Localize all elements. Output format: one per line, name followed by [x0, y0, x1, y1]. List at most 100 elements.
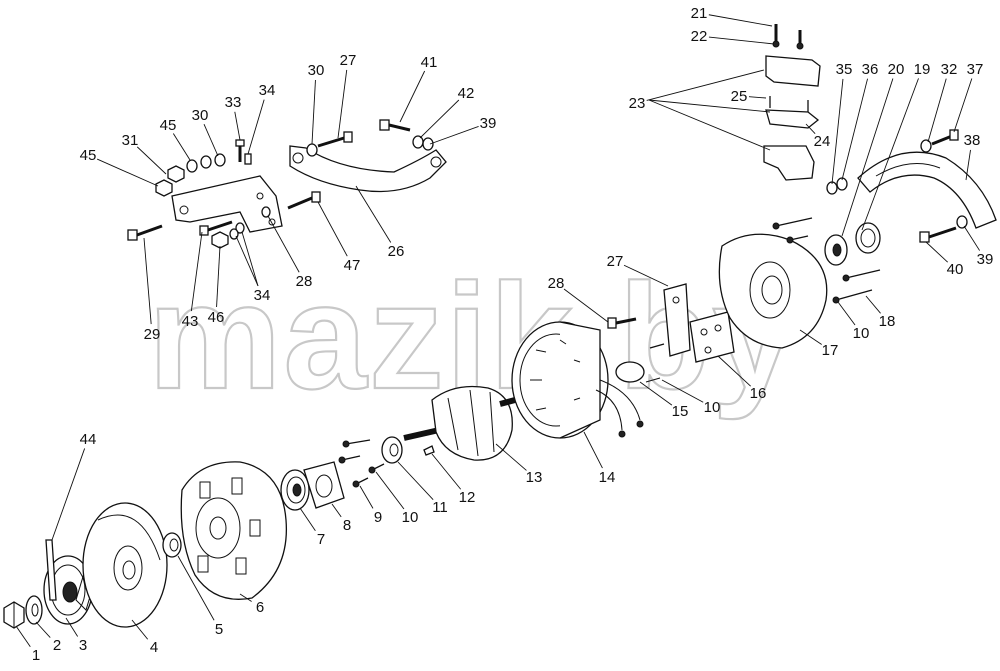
callout-22: 22	[691, 28, 708, 45]
part-diode-cover	[615, 361, 661, 383]
leader-line-26	[355, 185, 392, 243]
part-adjusting-strap	[857, 151, 997, 229]
callout-45: 45	[80, 147, 97, 164]
leader-line-40	[925, 241, 948, 263]
leader-line-35	[831, 78, 844, 185]
callout-16: 16	[750, 385, 767, 402]
callout-28: 28	[548, 275, 565, 292]
part-nut-31	[167, 165, 185, 183]
callout-35: 35	[836, 61, 853, 78]
callout-13: 13	[526, 469, 543, 486]
leader-line-23	[648, 99, 771, 151]
callout-26: 26	[388, 243, 405, 260]
callout-7: 7	[317, 531, 325, 548]
leader-line-25	[748, 96, 767, 99]
leader-line-8	[331, 503, 342, 518]
part-front-housing	[180, 461, 288, 600]
part-bolt-47	[287, 191, 321, 210]
leader-line-23	[648, 99, 771, 113]
leader-line-13	[495, 443, 527, 471]
callout-18: 18	[879, 313, 896, 330]
part-bolt-40	[919, 226, 957, 243]
part-pulley	[43, 555, 93, 625]
callout-10: 10	[853, 325, 870, 342]
part-brace	[289, 145, 447, 193]
leader-line-14	[583, 431, 603, 469]
callout-10: 10	[704, 399, 721, 416]
callout-21: 21	[691, 5, 708, 22]
callout-8: 8	[343, 517, 351, 534]
callout-2: 2	[53, 637, 61, 654]
part-washer-39	[956, 215, 968, 229]
leader-line-21	[708, 14, 773, 27]
leader-line-27	[337, 69, 348, 139]
callout-31: 31	[122, 132, 139, 149]
leader-line-34	[241, 231, 259, 287]
part-washer-30b	[200, 155, 212, 169]
part-washer	[25, 595, 43, 625]
callout-11: 11	[432, 499, 448, 516]
callout-37: 37	[967, 61, 984, 78]
part-bearing-rear	[824, 234, 848, 266]
leader-line-45	[172, 133, 191, 161]
part-bearing-front	[280, 469, 310, 511]
callout-3: 3	[79, 637, 87, 654]
leader-line-10	[837, 301, 856, 326]
leader-line-9	[359, 485, 374, 509]
callout-23: 23	[629, 95, 646, 112]
callout-19: 19	[914, 61, 931, 78]
callout-15: 15	[672, 403, 689, 420]
leader-line-1	[15, 625, 31, 648]
part-washer-36	[836, 177, 848, 191]
leader-line-45	[96, 158, 159, 187]
leader-line-7	[299, 507, 316, 531]
callout-41: 41	[421, 54, 438, 71]
part-spacer	[162, 532, 182, 558]
callout-27: 27	[340, 52, 357, 69]
callout-42: 42	[458, 85, 475, 102]
leader-line-44	[51, 448, 86, 541]
leader-line-11	[397, 461, 434, 500]
callout-6: 6	[256, 599, 264, 616]
part-rear-housing	[718, 233, 828, 349]
leader-line-22	[708, 36, 775, 45]
leader-line-12	[431, 453, 462, 490]
callout-38: 38	[964, 132, 981, 149]
part-seal	[855, 222, 881, 254]
part-woodruff-key	[423, 445, 435, 456]
leader-line-16	[717, 355, 751, 387]
callout-5: 5	[215, 621, 223, 638]
callout-4: 4	[150, 639, 158, 656]
part-washer-34a	[235, 222, 245, 234]
leader-line-30	[203, 123, 219, 157]
callout-39: 39	[977, 251, 994, 268]
leader-line-36	[841, 78, 868, 181]
part-washer-39b	[422, 137, 434, 151]
part-washer-45b	[186, 159, 198, 173]
leader-line-29	[143, 237, 152, 325]
part-nut	[3, 601, 25, 629]
part-washer-32	[920, 139, 932, 153]
leader-line-38	[965, 149, 971, 181]
part-screws-rear	[772, 217, 881, 304]
callout-46: 46	[208, 309, 225, 326]
leader-line-31	[136, 146, 167, 175]
callout-40: 40	[947, 261, 964, 278]
leader-line-46	[216, 245, 221, 308]
callout-45: 45	[160, 117, 177, 134]
part-bolt-43	[199, 220, 233, 236]
leader-line-17	[799, 329, 822, 345]
leader-line-28	[563, 288, 609, 323]
leader-line-37	[953, 78, 973, 133]
leader-line-39	[963, 225, 981, 251]
part-bolt-37	[931, 129, 959, 146]
callout-14: 14	[599, 469, 616, 486]
part-mounting-bracket	[171, 175, 283, 233]
part-washer-28	[261, 206, 271, 218]
leader-line-15	[639, 381, 673, 406]
leader-line-3	[65, 617, 79, 637]
callout-33: 33	[225, 94, 242, 111]
callout-34: 34	[259, 82, 276, 99]
leader-line-23	[646, 69, 765, 101]
